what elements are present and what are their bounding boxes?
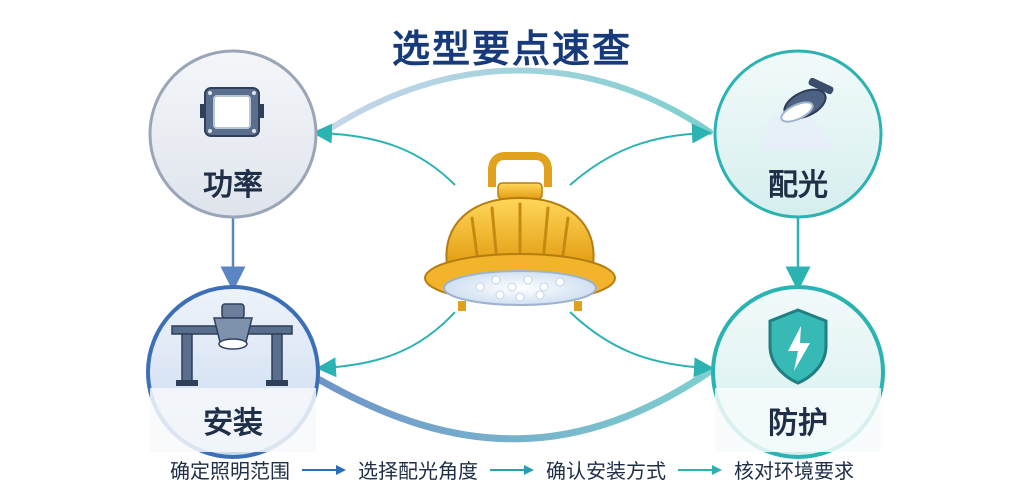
- led-module-icon: [200, 87, 264, 137]
- mounting-bracket-icon: [171, 303, 293, 386]
- step-1: 确定照明范围: [170, 459, 290, 483]
- arrow-center-to-power: [312, 123, 456, 186]
- step-3: 确认安装方式: [546, 459, 666, 483]
- arrow-center-to-protection: [569, 311, 714, 378]
- explosion-proof-highbay-lamp-icon: [424, 152, 616, 311]
- floodlight-icon: [760, 77, 835, 150]
- step-flow: 确定照明范围 选择配光角度 确认安装方式 核对环境要求: [0, 455, 1024, 484]
- step-arrow-icon: [300, 463, 348, 477]
- bottom-arc-connector: [316, 366, 716, 443]
- node-optics: [713, 49, 883, 219]
- diagram-title: 选型要点速查: [391, 27, 632, 71]
- node-protection: [711, 285, 885, 459]
- step-arrow-icon: [676, 463, 724, 477]
- node-label-install: 安装: [203, 406, 263, 441]
- node-power: [148, 49, 318, 219]
- node-label-power: 功率: [203, 168, 263, 203]
- node-label-optics: 配光: [768, 168, 828, 203]
- node-label-protection: 防护: [768, 406, 828, 441]
- step-4: 核对环境要求: [734, 459, 854, 483]
- shield-lightning-icon: [768, 308, 828, 385]
- arrow-center-to-install: [316, 311, 456, 378]
- step-2: 选择配光角度: [358, 459, 478, 483]
- top-arc-connector: [322, 67, 713, 135]
- node-install: [146, 285, 320, 459]
- step-arrow-icon: [488, 463, 536, 477]
- arrow-center-to-optics: [569, 123, 712, 186]
